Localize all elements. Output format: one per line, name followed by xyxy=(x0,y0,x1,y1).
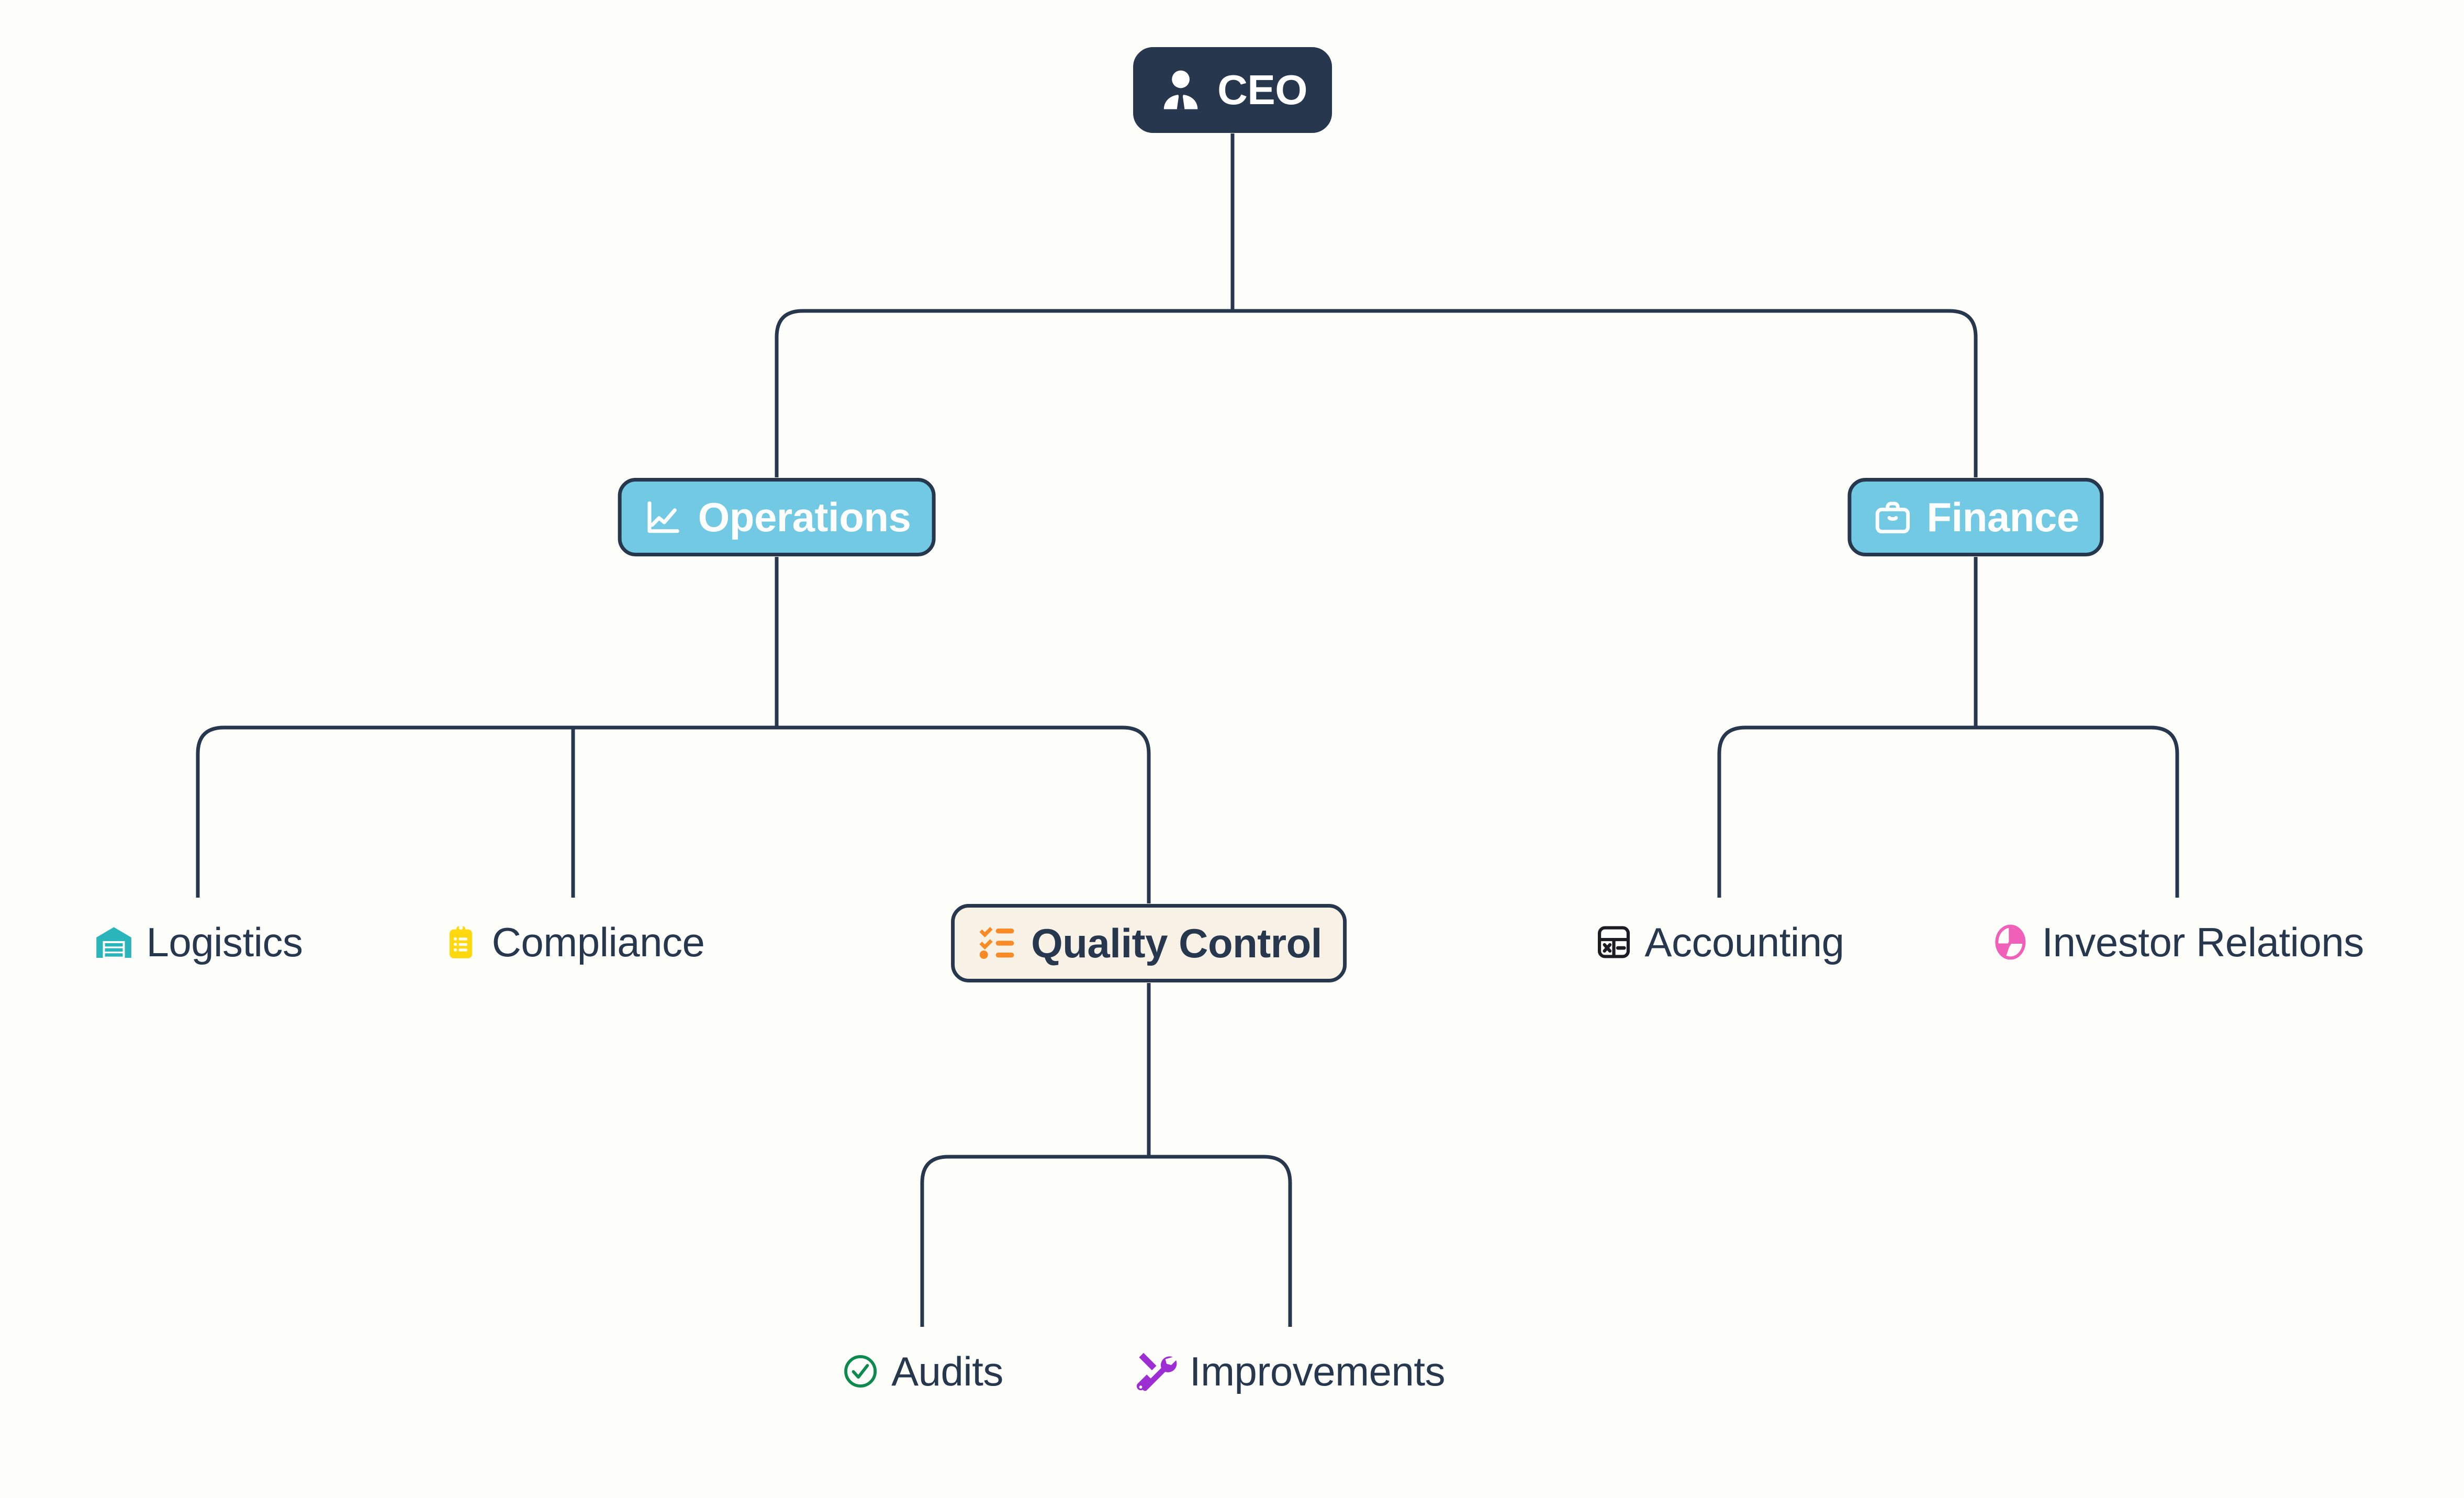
node-audits[interactable]: Audits xyxy=(841,1351,1003,1392)
node-logistics[interactable]: Logistics xyxy=(93,921,303,963)
clipboard-list-icon xyxy=(442,923,480,962)
tools-icon xyxy=(1135,1350,1178,1393)
node-investor-relations[interactable]: Investor Relations xyxy=(1990,922,2364,963)
briefcase-icon xyxy=(1872,497,1913,538)
checklist-icon xyxy=(976,922,1017,964)
node-operations[interactable]: Operations xyxy=(618,478,936,556)
node-ceo[interactable]: CEO xyxy=(1133,47,1332,133)
pie-chart-icon xyxy=(1990,922,2030,962)
businessman-icon xyxy=(1158,67,1204,113)
line-chart-icon xyxy=(643,496,685,538)
edge-ceo-to-finance xyxy=(1233,309,1978,477)
edge-quality-control-to-audits xyxy=(920,1155,1149,1327)
edge-quality-control-to-improvements xyxy=(1149,1155,1292,1327)
node-label: Accounting xyxy=(1644,919,1844,965)
edge-finance-to-accounting xyxy=(1717,725,1976,898)
node-accounting[interactable]: Accounting xyxy=(1595,922,1844,963)
node-label: Logistics xyxy=(146,919,303,965)
edge-ceo-to-operations xyxy=(775,309,1233,477)
warehouse-icon xyxy=(93,921,135,963)
node-improvements[interactable]: Improvements xyxy=(1135,1348,1446,1394)
node-label: Audits xyxy=(891,1348,1003,1394)
node-label: CEO xyxy=(1217,66,1307,113)
calculator-icon xyxy=(1595,923,1633,962)
node-label: Compliance xyxy=(491,919,705,965)
node-label: Finance xyxy=(1927,494,2079,540)
edge-finance-to-investor-relations xyxy=(1976,725,2179,898)
node-label: Operations xyxy=(698,494,911,540)
node-label: Investor Relations xyxy=(2042,919,2364,965)
node-finance[interactable]: Finance xyxy=(1847,478,2104,556)
node-label: Quality Control xyxy=(1031,920,1322,966)
edge-operations-to-quality-control xyxy=(777,725,1151,903)
node-label: Improvements xyxy=(1189,1348,1446,1394)
node-quality-control[interactable]: Quality Control xyxy=(951,904,1347,982)
edge-operations-to-logistics xyxy=(196,725,777,898)
check-circle-icon xyxy=(841,1352,880,1391)
node-compliance[interactable]: Compliance xyxy=(442,922,705,963)
